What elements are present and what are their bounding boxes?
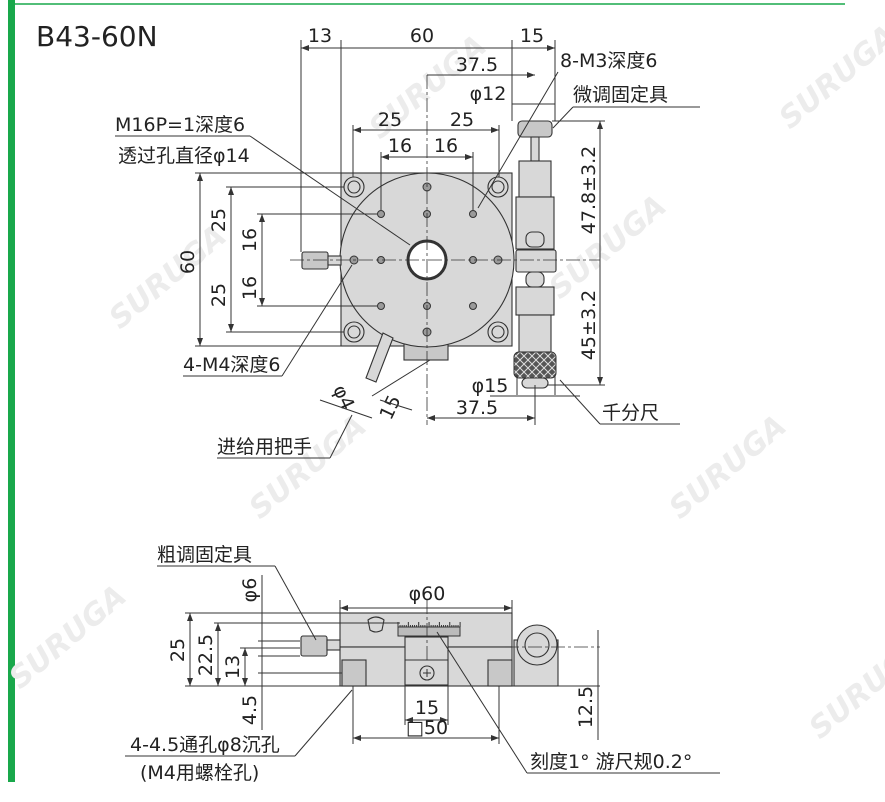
dim-v25: 25 — [167, 638, 189, 662]
label-scale: 刻度1° 游尺规0.2° — [530, 751, 692, 773]
top-view: 13 60 15 37.5 φ12 25 25 16 16 60 25 25 1… — [115, 25, 700, 459]
dim-25-left: 25 — [378, 109, 402, 131]
dim-phi60: φ60 — [409, 583, 446, 605]
counterbore-left — [341, 659, 367, 687]
coarse-lock-knob — [301, 251, 329, 270]
dim-45: 45±3.2 — [578, 290, 600, 360]
knurled-thimble — [513, 351, 557, 379]
svg-text:SURUGA: SURUGA — [663, 409, 794, 527]
svg-text:SURUGA: SURUGA — [103, 219, 234, 337]
label-micrometer: 千分尺 — [602, 402, 659, 424]
dim-60: 60 — [410, 25, 434, 47]
accent-bar — [8, 0, 15, 782]
dim-v16-top: 16 — [239, 228, 261, 252]
dim-25-right: 25 — [450, 109, 474, 131]
label-fine-lock: 微调固定具 — [573, 84, 668, 106]
svg-text:SURUGA: SURUGA — [3, 579, 134, 697]
micrometer — [513, 120, 557, 389]
dim-v25-bottom: 25 — [208, 283, 230, 307]
dim-15: 15 — [520, 25, 544, 47]
dim-v12-5: 12.5 — [575, 686, 597, 728]
label-through-hole: 透过孔直径φ14 — [118, 145, 250, 167]
svg-text:SURUGA: SURUGA — [803, 629, 885, 747]
dim-13: 13 — [308, 25, 332, 47]
side-view: φ60 φ6 25 22.5 13 4.5 12.5 15 □50 粗调固定具 … — [125, 544, 720, 784]
dim-phi6: φ6 — [239, 578, 261, 603]
dim-sq50: □50 — [406, 717, 448, 739]
coarse-lock-knob-side — [300, 635, 328, 657]
label-m4: 4-M4深度6 — [183, 354, 281, 376]
dim-37-5-top: 37.5 — [456, 54, 498, 76]
dim-37-5-bottom: 37.5 — [456, 397, 498, 419]
dim-v25-top: 25 — [208, 208, 230, 232]
label-m3: 8-M3深度6 — [560, 50, 658, 72]
label-mount-holes: 4-4.5通孔φ8沉孔 — [130, 734, 280, 756]
label-feed-handle: 进给用把手 — [217, 436, 312, 458]
label-coarse-lock: 粗调固定具 — [157, 544, 252, 566]
dim-h15: 15 — [415, 697, 439, 719]
label-m16: M16P=1深度6 — [115, 114, 245, 136]
model-title: B43-60N — [36, 20, 158, 53]
lock-slot — [367, 616, 385, 633]
dim-16-right: 16 — [434, 135, 458, 157]
dim-v22-5: 22.5 — [195, 634, 217, 676]
feed-handle — [365, 332, 394, 383]
dim-v60: 60 — [177, 250, 199, 274]
dim-phi15: φ15 — [472, 375, 509, 397]
dim-v13: 13 — [222, 655, 244, 679]
dim-phi12: φ12 — [470, 83, 507, 105]
dim-handle-15: 15 — [375, 392, 405, 423]
dim-47-8: 47.8±3.2 — [578, 146, 600, 234]
svg-text:SURUGA: SURUGA — [243, 409, 374, 527]
svg-text:SURUGA: SURUGA — [773, 19, 885, 137]
svg-text:SURUGA: SURUGA — [543, 189, 674, 307]
dim-v16-bottom: 16 — [239, 276, 261, 300]
label-bolt-note: (M4用螺栓孔) — [140, 762, 259, 784]
counterbore-right — [487, 659, 513, 687]
dim-v4-5: 4.5 — [239, 695, 261, 725]
dim-16-left: 16 — [388, 135, 412, 157]
